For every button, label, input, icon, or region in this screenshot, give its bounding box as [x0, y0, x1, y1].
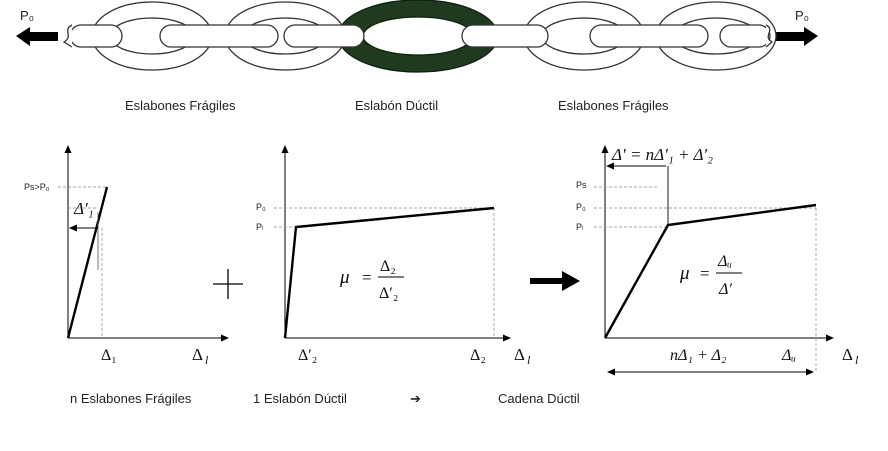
chain-link-flat-6: [719, 24, 771, 48]
graph1-x-axis-sub: l: [205, 353, 209, 367]
caption-arrow: ➔: [410, 391, 421, 406]
graph-brittle: Ps>P₀ Δ′₁ Δ₁ Δ l n Eslabones Frágiles: [24, 145, 229, 406]
graph3-mu: μ: [679, 263, 690, 284]
graph-ductile: P₀ Pₗ μ = Δ₂ Δ′₂ Δ′₂ Δ₂ Δ l 1 Eslabón Dú…: [253, 145, 531, 406]
graph3-caption: Cadena Dúctil: [498, 391, 580, 406]
graph1-annot: Δ′₁: [73, 199, 94, 218]
graph3-y-tick-pl: Pₗ: [576, 222, 584, 232]
label-brittle-left: Eslabones Frágiles: [125, 98, 236, 113]
chain-link-flat-5: [589, 24, 709, 48]
graph3-x-axis-label: Δ: [842, 345, 853, 364]
implies-arrow: [530, 271, 580, 291]
chain-link-flat-2: [159, 24, 279, 48]
left-force-arrow: [16, 27, 58, 46]
graph1-x-tick: Δ₁: [101, 347, 117, 364]
graph2-den: Δ′₂: [379, 285, 398, 302]
label-brittle-right: Eslabones Frágiles: [558, 98, 669, 113]
graph3-num: Δᵤ: [717, 253, 732, 270]
graph-chain: Ps P₀ Pₗ Δ′ = nΔ′₁ + Δ′₂ μ = Δᵤ Δ′ nΔ₁ +…: [498, 145, 859, 406]
chain-break-left: [62, 24, 73, 48]
graph1-x-axis-label: Δ: [192, 345, 203, 364]
graph3-y-tick-ps: Ps: [576, 180, 587, 190]
chain-link-flat-1: [69, 24, 123, 48]
graph3-curve: [603, 203, 817, 339]
graph3-bottom-eq: nΔ₁ + Δ₂: [670, 347, 727, 364]
graph1-curve: [66, 186, 109, 339]
graph3-y-tick-p0: P₀: [576, 202, 586, 212]
graph2-x-tick2: Δ₂: [470, 347, 486, 364]
graph2-mu: μ: [339, 267, 350, 288]
graph2-caption: 1 Eslabón Dúctil: [253, 391, 347, 406]
graph3-eq: =: [700, 264, 710, 283]
graph2-eq: =: [362, 268, 372, 287]
chain-break-right: [765, 24, 774, 48]
right-force-label: P₀: [795, 8, 809, 23]
graph3-x-tick: Δᵤ: [781, 347, 796, 364]
plus-operator: [213, 269, 243, 299]
graph1-caption: n Eslabones Frágiles: [70, 391, 192, 406]
graph2-curve: [283, 206, 495, 339]
graph3-den: Δ′: [718, 281, 732, 298]
left-force-label: P₀: [20, 8, 34, 23]
graph3-x-axis-sub: l: [855, 353, 859, 367]
chain: P₀ P₀ Eslabones Frágiles Eslabón Dúctil …: [16, 0, 818, 113]
graph1-y-label-top: Ps>P₀: [24, 182, 50, 192]
graph2-num: Δ₂: [380, 258, 396, 275]
graph2-y-tick-p0: P₀: [256, 202, 266, 212]
graph2-x-axis-sub: l: [527, 353, 531, 367]
label-ductile: Eslabón Dúctil: [355, 98, 438, 113]
graph2-x-axis-label: Δ: [514, 345, 525, 364]
chain-link-flat-4: [461, 24, 549, 48]
right-force-arrow: [776, 27, 818, 46]
graph2-y-tick-pl: Pₗ: [256, 222, 264, 232]
graph3-top-eq: Δ′ = nΔ′₁ + Δ′₂: [611, 145, 713, 164]
chain-link-flat-3: [283, 24, 365, 48]
graph2-x-tick1: Δ′₂: [298, 347, 317, 364]
